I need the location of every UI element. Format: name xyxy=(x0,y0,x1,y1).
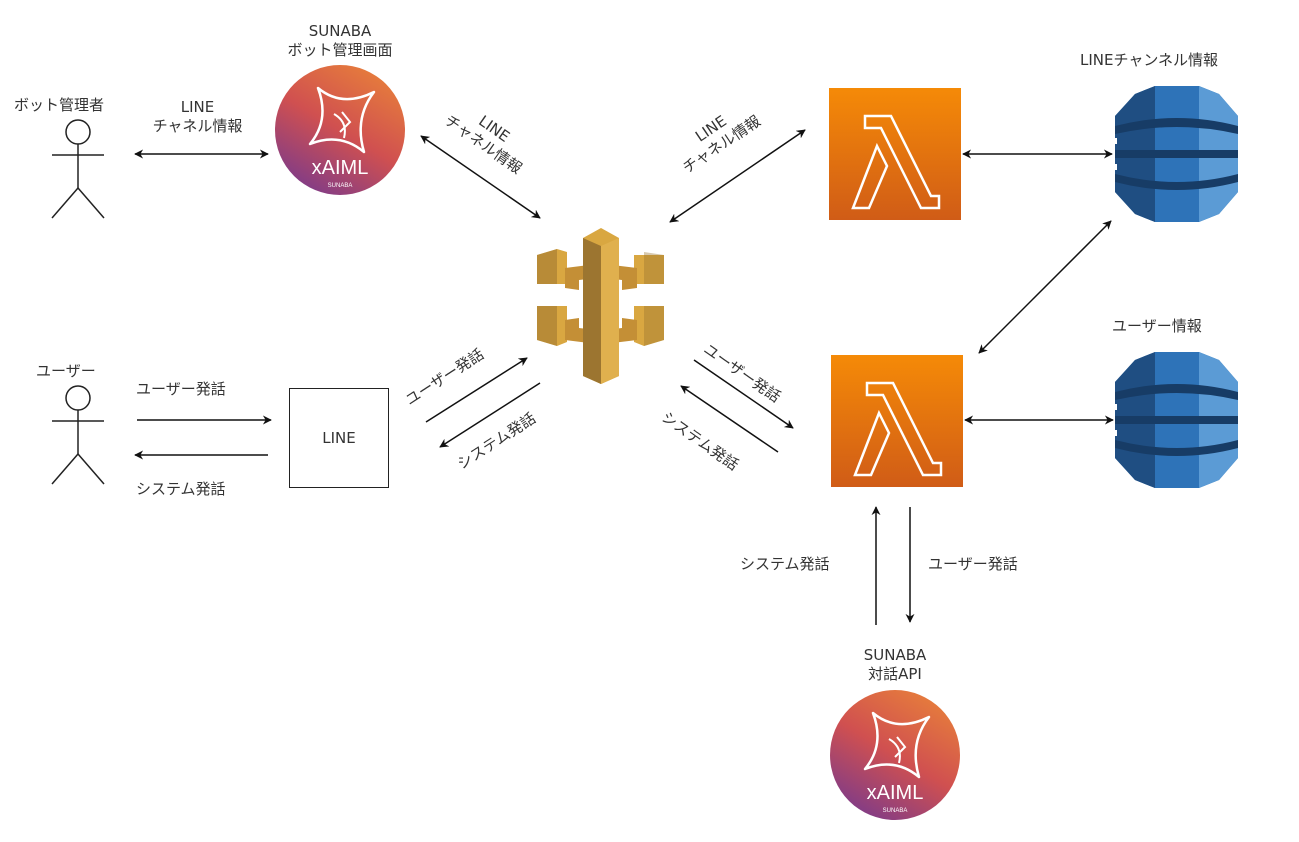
edge-label-line2: チャネル情報 xyxy=(152,117,243,135)
edge-gateway-to-line xyxy=(439,382,541,448)
dynamodb-channel-icon xyxy=(1113,86,1238,222)
lambda-dialogue-icon xyxy=(829,353,965,489)
line-box-label: LINE xyxy=(322,429,356,447)
db-user-label: ユーザー情報 xyxy=(1112,317,1202,335)
api-gateway-icon xyxy=(537,228,664,384)
user-actor-icon xyxy=(51,385,105,485)
sunaba-console-label-line2: ボット管理画面 xyxy=(287,41,393,59)
sunaba-api-label-line1: SUNABA xyxy=(863,646,927,664)
dynamodb-user-icon xyxy=(1113,352,1238,488)
db-channel-label: LINEチャンネル情報 xyxy=(1080,51,1219,69)
edge-label-lambda-to-api: ユーザー発話 xyxy=(928,555,1018,573)
edge-label-line-to-user: システム発話 xyxy=(136,480,226,498)
sunaba-console-label: SUNABA ボット管理画面 xyxy=(260,22,420,60)
line-platform-box: LINE xyxy=(289,388,389,488)
sunaba-api-logo-text: xAIML xyxy=(867,782,924,804)
bot-admin-actor-icon xyxy=(51,119,105,219)
edge-label-line1: LINE xyxy=(180,98,215,116)
sunaba-console-logo-text: xAIML xyxy=(312,157,369,179)
edge-label-api-to-lambda: システム発話 xyxy=(740,555,830,573)
edge-label-admin-console: LINE チャネル情報 xyxy=(135,98,260,136)
sunaba-console-label-line1: SUNABA xyxy=(308,22,372,40)
edge-db-lambda-bottom xyxy=(978,220,1112,354)
edge-lambda-to-gateway xyxy=(680,385,779,453)
edge-line-to-gateway xyxy=(425,357,528,423)
sunaba-api-label-line2: 対話API xyxy=(868,665,922,683)
sunaba-console-logo-sub: SUNABA xyxy=(328,183,353,189)
lambda-channel-icon xyxy=(827,86,963,222)
sunaba-api-logo-sub: SUNABA xyxy=(883,808,908,814)
edge-label-user-to-line: ユーザー発話 xyxy=(136,380,226,398)
bot-admin-label: ボット管理者 xyxy=(14,96,105,114)
sunaba-api-label: SUNABA 対話API xyxy=(815,646,975,684)
edge-console-gateway xyxy=(420,135,541,219)
edge-gateway-to-lambda xyxy=(693,359,794,429)
user-label: ユーザー xyxy=(36,362,96,380)
edge-gateway-lambda-top xyxy=(669,129,806,223)
